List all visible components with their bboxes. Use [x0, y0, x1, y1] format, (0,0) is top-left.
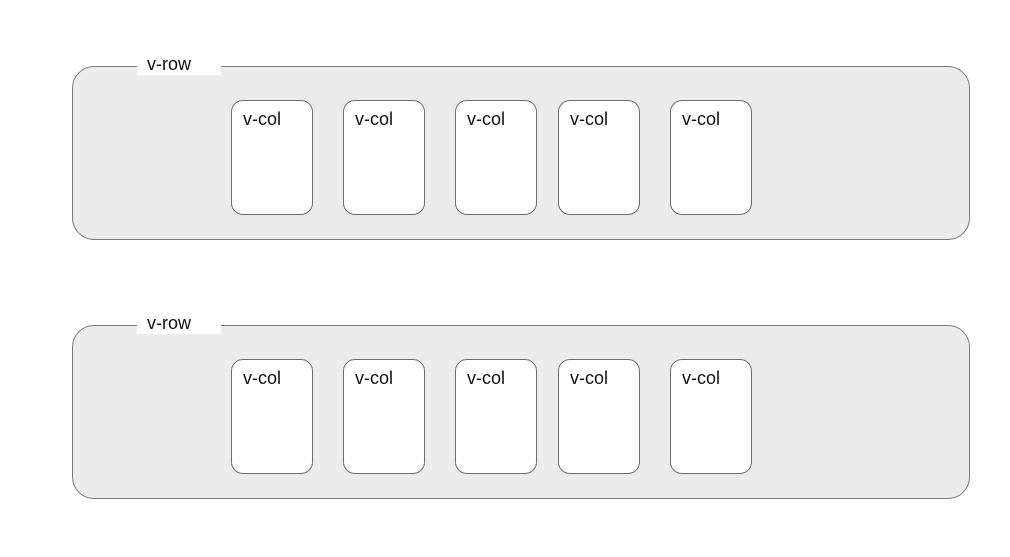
v-col-box: v-col	[231, 359, 313, 474]
v-col-box: v-col	[343, 359, 425, 474]
v-row-label: v-row	[137, 312, 221, 334]
v-col-box: v-col	[670, 100, 752, 215]
v-col-box: v-col	[343, 100, 425, 215]
v-col-box: v-col	[231, 100, 313, 215]
v-row-label: v-row	[137, 53, 221, 75]
v-col-box: v-col	[455, 359, 537, 474]
v-row-container-2: v-col v-col v-col v-col v-col	[72, 325, 970, 499]
v-col-box: v-col	[670, 359, 752, 474]
v-col-box: v-col	[558, 359, 640, 474]
v-col-box: v-col	[558, 100, 640, 215]
v-col-box: v-col	[455, 100, 537, 215]
v-row-container-1: v-col v-col v-col v-col v-col	[72, 66, 970, 240]
